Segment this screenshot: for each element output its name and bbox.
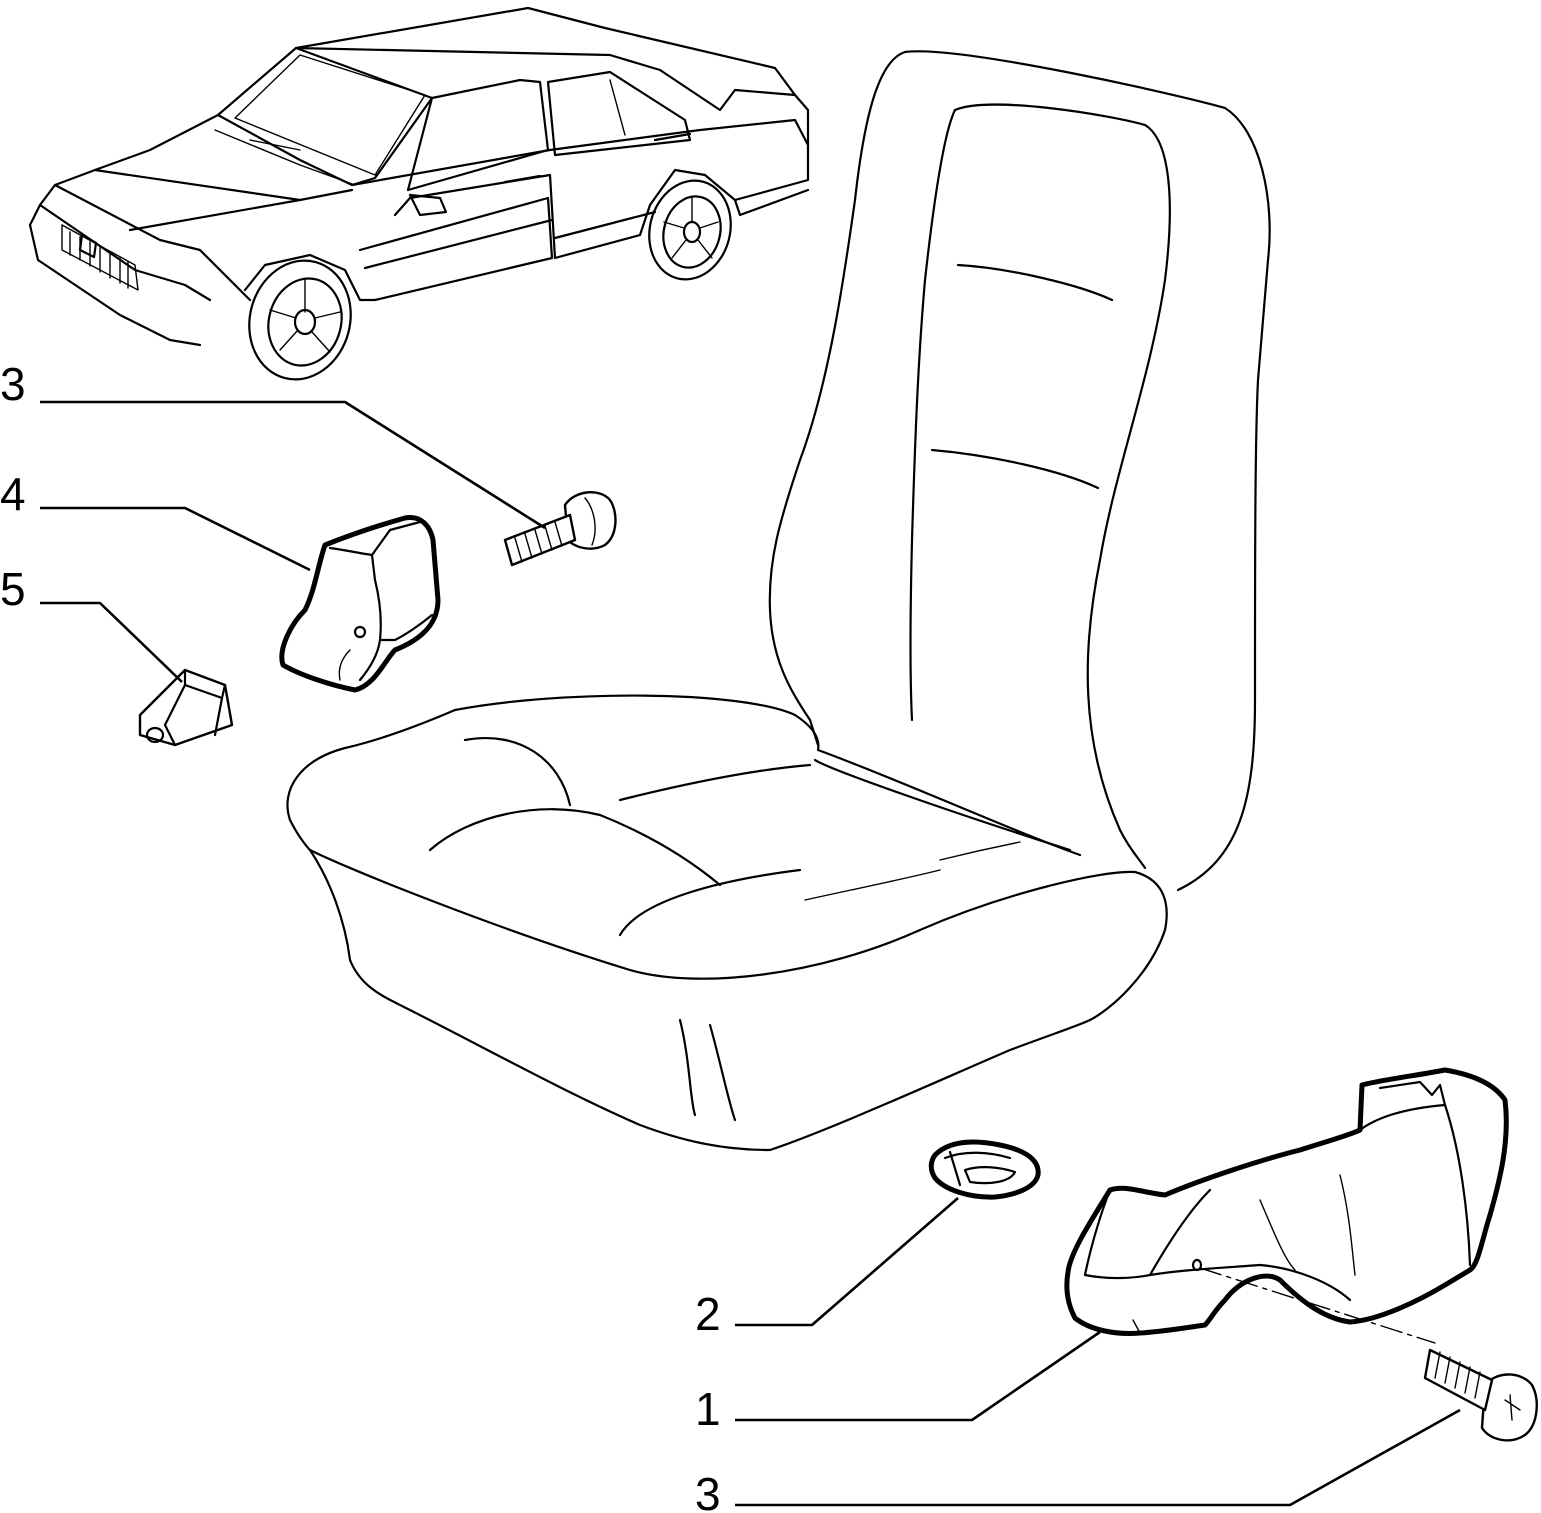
callout-3-top: 3 xyxy=(0,358,26,410)
leader-4 xyxy=(40,506,311,572)
leader-2 xyxy=(735,1197,959,1327)
leader-1 xyxy=(735,1330,1101,1422)
leader-3-top xyxy=(40,400,546,530)
callout-4: 4 xyxy=(0,468,26,520)
part-5-plug xyxy=(138,668,234,747)
callout-2: 2 xyxy=(695,1288,721,1340)
leader-5 xyxy=(40,601,183,683)
part-4-adjuster-knob xyxy=(279,514,441,693)
seat-illustration xyxy=(286,50,1271,1152)
part-2-clip xyxy=(928,1139,1041,1200)
part-1-side-cover xyxy=(1064,1067,1509,1344)
part-3-screw-top xyxy=(503,491,617,567)
car-illustration xyxy=(28,6,810,381)
part-3-screw-bottom xyxy=(1423,1348,1538,1442)
callout-5: 5 xyxy=(0,563,26,615)
callout-3-bottom: 3 xyxy=(695,1468,721,1513)
callout-1: 1 xyxy=(695,1383,721,1435)
leader-3-bottom xyxy=(735,1408,1461,1507)
